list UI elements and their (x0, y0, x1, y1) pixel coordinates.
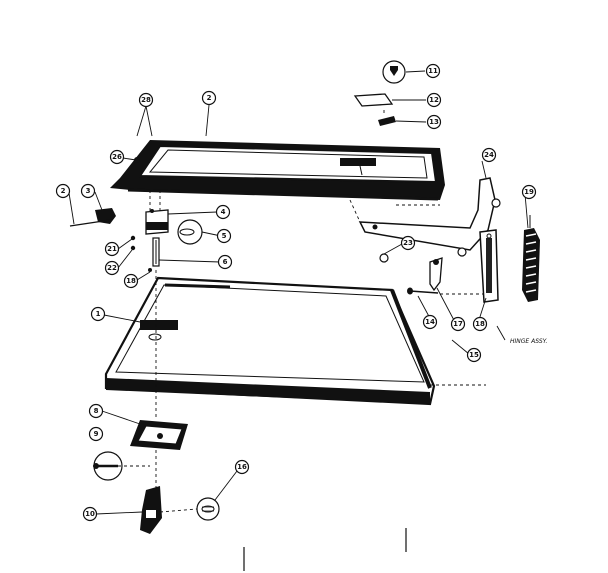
svg-text:16: 16 (237, 463, 247, 471)
hinge-pin-bracket (429, 257, 443, 292)
callout-5: 5 (216, 228, 232, 244)
svg-text:12: 12 (429, 96, 439, 104)
small-fasteners (130, 157, 152, 272)
callout-14: 14 (422, 314, 438, 330)
svg-text:3: 3 (86, 187, 91, 195)
svg-text:6: 6 (223, 258, 228, 266)
svg-text:21: 21 (107, 245, 117, 253)
svg-text:8: 8 (94, 407, 99, 415)
latch-slot (140, 320, 178, 330)
hinge-assy-note: HINGE ASSY. (510, 338, 548, 345)
callout-18b: 18 (472, 316, 488, 332)
handle-screw-detail (382, 60, 406, 84)
screw-detail-16 (196, 497, 220, 521)
svg-text:1: 1 (96, 310, 101, 318)
screw-detail-9 (93, 451, 123, 481)
callout-8: 8 (88, 403, 104, 419)
handle-slot (340, 158, 376, 166)
callout-10: 10 (82, 506, 98, 522)
callout-17: 17 (450, 316, 466, 332)
callout-13: 13 (426, 114, 442, 130)
svg-text:5: 5 (222, 232, 227, 240)
strike-plate (130, 420, 188, 450)
latch-bracket (145, 209, 169, 235)
callout-5-detail (177, 219, 203, 245)
svg-text:15: 15 (469, 351, 479, 359)
svg-text:28: 28 (141, 96, 151, 104)
alignment-lines (118, 110, 486, 513)
callout-2: 2 (201, 90, 217, 106)
handle-spring-clip (378, 116, 396, 126)
callout-6: 6 (217, 254, 233, 270)
svg-text:26: 26 (112, 153, 122, 161)
svg-text:19: 19 (524, 188, 534, 196)
latch-knob (69, 208, 116, 227)
svg-text:14: 14 (425, 318, 435, 326)
svg-text:10: 10 (85, 510, 95, 518)
callout-16: 16 (234, 459, 250, 475)
svg-text:17: 17 (453, 320, 463, 328)
svg-text:13: 13 (429, 118, 439, 126)
callout-9: 9 (88, 426, 104, 442)
callout-2b: 2 (55, 183, 71, 199)
svg-text:24: 24 (484, 151, 494, 159)
svg-text:2: 2 (61, 187, 66, 195)
callout-15: 15 (466, 347, 482, 363)
hinge-plate (479, 229, 499, 303)
callout-23: 23 (400, 235, 416, 251)
latch-rod (152, 237, 160, 267)
svg-text:18: 18 (475, 320, 485, 328)
svg-text:9: 9 (94, 430, 99, 438)
svg-text:11: 11 (428, 67, 438, 75)
inner-door-panel (104, 276, 436, 406)
leader-lines (68, 70, 529, 515)
callout-4: 4 (215, 204, 231, 220)
callout-1: 1 (90, 306, 106, 322)
handle-cap (353, 93, 394, 107)
svg-text:23: 23 (403, 239, 413, 247)
hinge-rollers (379, 247, 467, 263)
outer-door-panel (110, 140, 445, 201)
callout-11: 11 (425, 63, 441, 79)
svg-text:4: 4 (221, 208, 226, 216)
callout-28: 28 (138, 92, 154, 108)
latch-catch (140, 486, 162, 534)
callout-3: 3 (80, 183, 96, 199)
svg-text:18: 18 (126, 277, 136, 285)
callout-22: 22 (104, 260, 120, 276)
callout-26: 26 (109, 149, 125, 165)
callout-19: 19 (521, 184, 537, 200)
svg-text:22: 22 (107, 264, 117, 272)
svg-text:2: 2 (207, 94, 212, 102)
hinge-spring (522, 215, 540, 302)
callout-24: 24 (481, 147, 497, 163)
callout-12: 12 (426, 92, 442, 108)
hinge-screw (407, 287, 439, 295)
callout-21: 21 (104, 241, 120, 257)
hinge-arm (358, 177, 501, 251)
callout-18: 18 (123, 273, 139, 289)
